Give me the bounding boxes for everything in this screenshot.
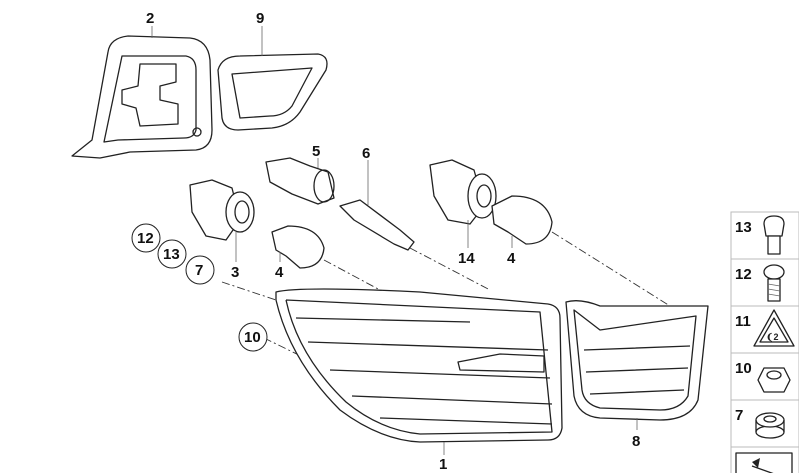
part-8-inner-tail-lamp (565, 300, 709, 421)
callout-2: 2 (146, 10, 154, 27)
part-1-outer-tail-lamp (275, 288, 563, 443)
part-3-bulb-holder (189, 179, 255, 241)
svg-text:10: 10 (244, 329, 261, 346)
legend-panel: 13 12 11 ❨2 10 7 (730, 211, 799, 473)
pan-head-screw-icon (763, 264, 785, 302)
part-4-bulb (271, 225, 325, 269)
warning-triangle-icon: ❨2 (753, 309, 795, 347)
legend-7: 7 (735, 407, 743, 424)
svg-text:7: 7 (195, 262, 203, 279)
hex-nut-icon (757, 367, 791, 393)
callout-4-right: 4 (507, 250, 516, 267)
legend-12: 12 (735, 266, 752, 283)
svg-text:13: 13 (163, 246, 180, 263)
callout-8: 8 (632, 433, 640, 450)
callout-10-circled: 10 (238, 322, 268, 352)
callout-4-left: 4 (275, 264, 284, 281)
part-4-bulb-right (491, 195, 553, 245)
callout-6: 6 (362, 145, 370, 162)
svg-text:❨2: ❨2 (766, 332, 779, 342)
callout-13-circled: 13 (157, 239, 187, 269)
callout-12-circled: 12 (131, 223, 161, 253)
callout-9: 9 (256, 10, 264, 27)
part-9-gasket (217, 53, 328, 131)
part-14-bulb-holder (429, 159, 497, 225)
part-5-bulb-socket (265, 157, 335, 205)
legend-13: 13 (735, 219, 752, 236)
callout-7-circled: 7 (185, 255, 215, 285)
grommet-icon (755, 412, 785, 439)
callout-1: 1 (439, 456, 447, 473)
legend-10: 10 (735, 360, 752, 377)
part-2-gasket (71, 35, 213, 159)
part-6-bulb (339, 199, 415, 251)
callout-3: 3 (231, 264, 239, 281)
callout-5: 5 (312, 143, 320, 160)
legend-11: 11 (735, 313, 751, 330)
collar-screw-icon (763, 215, 785, 255)
callout-14: 14 (458, 250, 475, 267)
arrow-icon (735, 452, 793, 473)
svg-text:12: 12 (137, 230, 154, 247)
